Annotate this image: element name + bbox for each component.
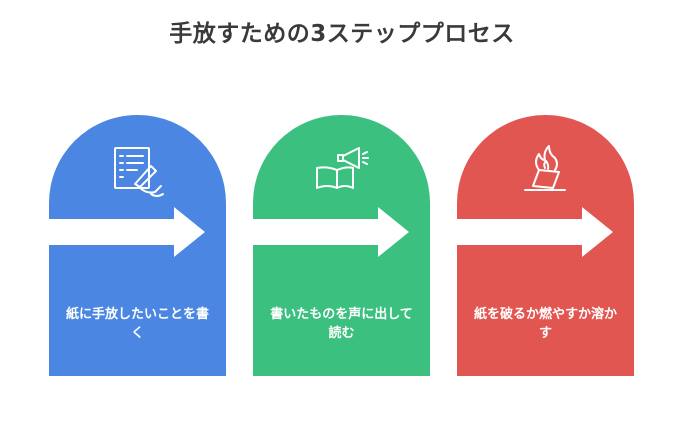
pen-writing-icon (107, 142, 167, 202)
step-card-1: 紙に手放したいことを書く (49, 115, 226, 376)
burning-paper-icon (515, 142, 575, 202)
step-label-1: 紙に手放したいことを書く (65, 307, 209, 341)
book-megaphone-icon (311, 142, 371, 202)
arrow-right-3 (457, 207, 617, 257)
arrow-right-1 (49, 207, 209, 257)
step-card-2: 書いたものを声に出して読む (253, 115, 430, 376)
diagram-title: 手放すための3ステッププロセス (169, 21, 515, 47)
step-card-3: 紙を破るか燃やすか溶かす (457, 115, 634, 376)
arrow-right-2 (253, 207, 413, 257)
step-label-3: 紙を破るか燃やすか溶かす (473, 307, 617, 341)
step-label-2: 書いたものを声に出して読む (270, 307, 413, 341)
